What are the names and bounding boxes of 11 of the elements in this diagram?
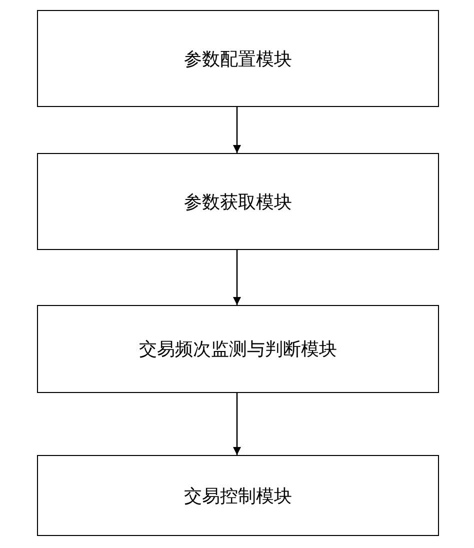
arrow [233, 393, 241, 455]
module-label: 交易控制模块 [184, 484, 292, 508]
arrow [233, 250, 241, 305]
module-label: 参数获取模块 [184, 190, 292, 214]
process-box [37, 10, 439, 107]
process-box [37, 305, 439, 393]
process-box [37, 153, 439, 250]
arrow [233, 107, 241, 153]
module-label: 交易频次监测与判断模块 [139, 338, 337, 361]
process-box [37, 455, 439, 536]
module-label: 参数配置模块 [184, 48, 292, 70]
